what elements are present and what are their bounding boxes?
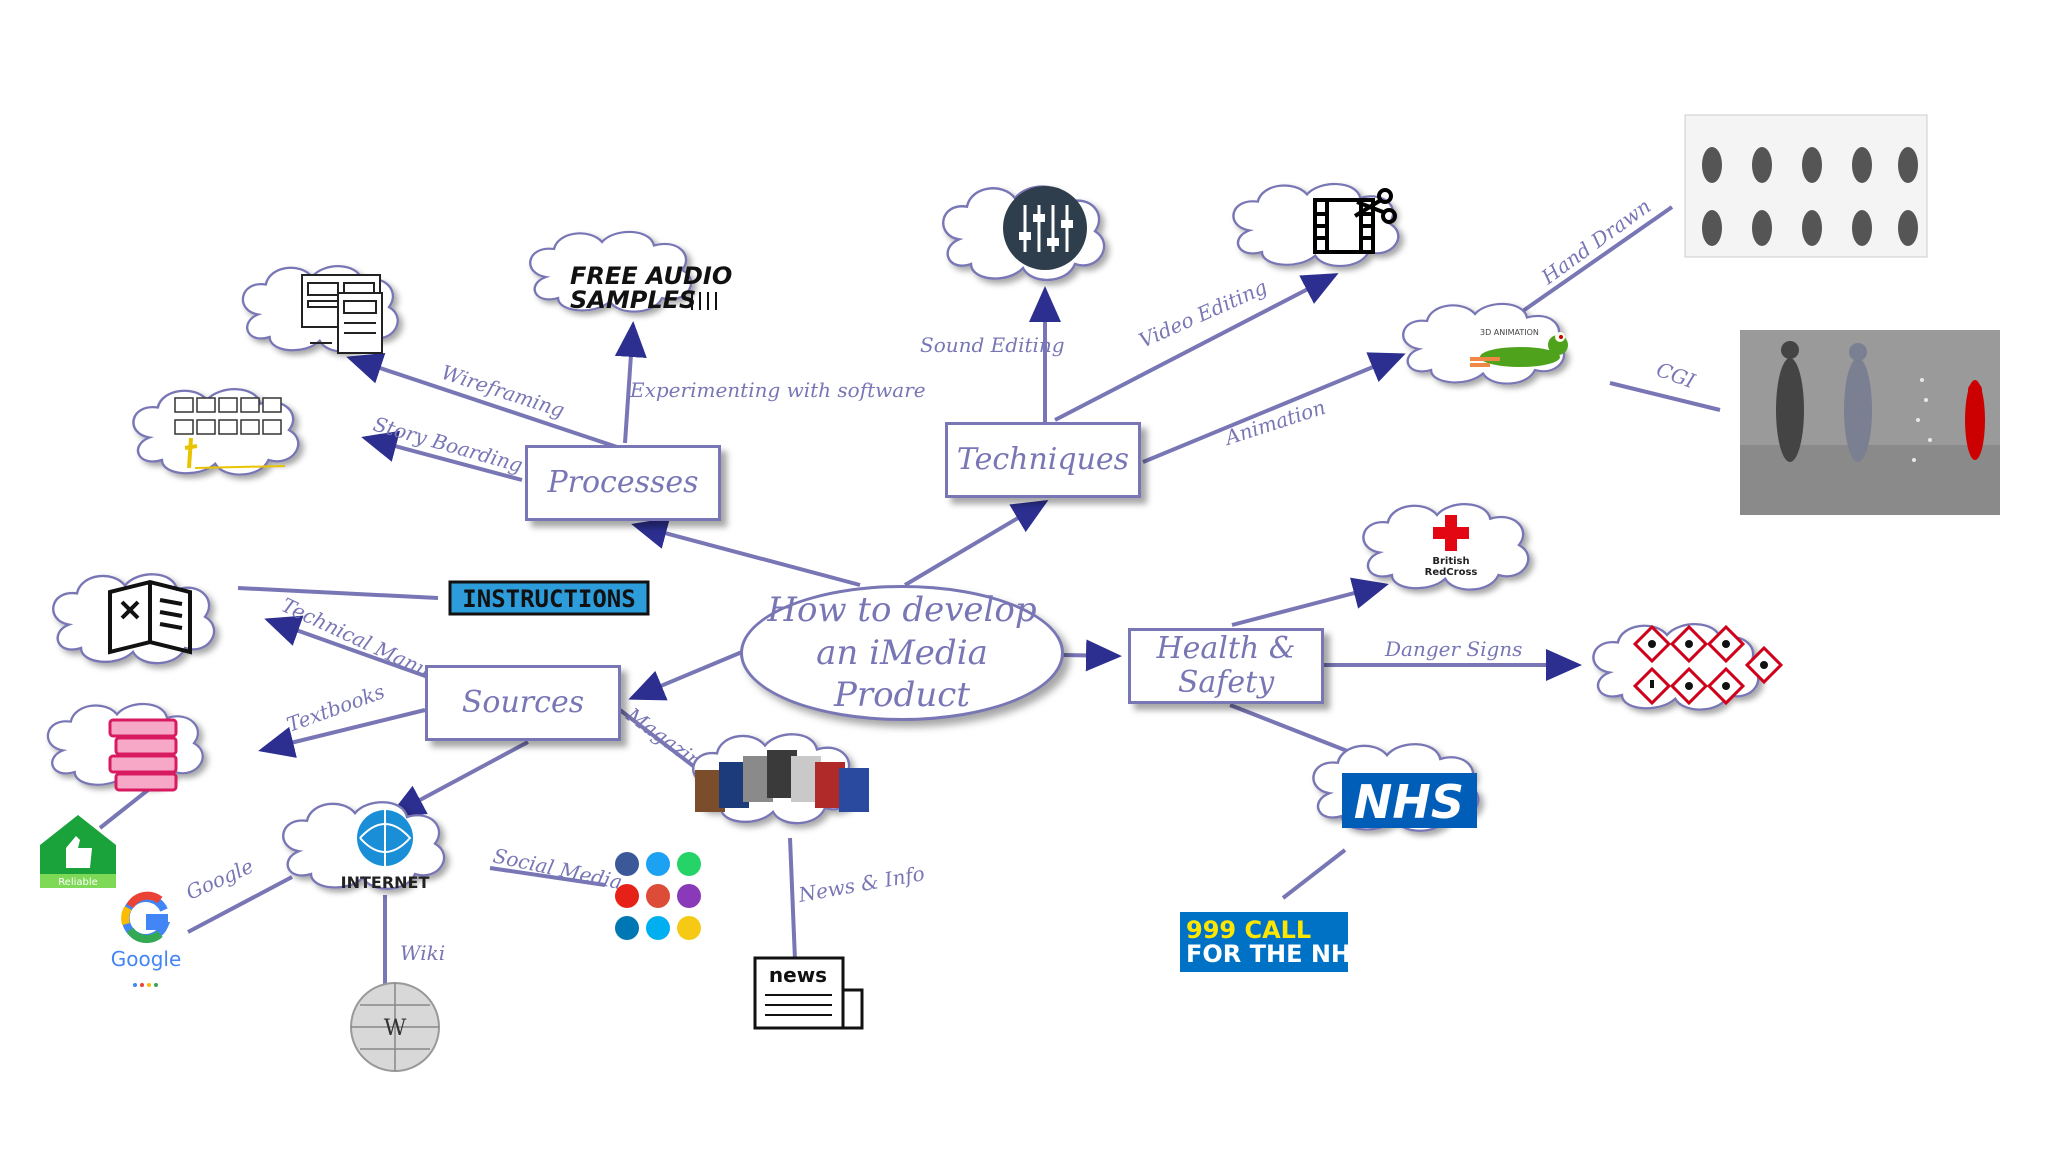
- svg-text:RedCross: RedCross: [1425, 567, 1478, 578]
- node-sources: Sources: [425, 665, 621, 741]
- edge-video-editing: [1054, 273, 1339, 422]
- edge-social-media: [489, 866, 606, 887]
- textbooks-icon: [108, 718, 178, 792]
- svg-text:W: W: [384, 1016, 407, 1041]
- edge-animation: [1142, 352, 1406, 464]
- label-google: Google: [182, 854, 257, 905]
- edge-wireframing: [346, 352, 621, 450]
- svg-text:NHS: NHS: [1354, 775, 1464, 829]
- svg-text:Reliable: Reliable: [58, 877, 98, 888]
- cgi-figures-image: [1740, 330, 2000, 515]
- edge-central-sources: [628, 650, 743, 701]
- magazines-icon: [695, 750, 869, 812]
- svg-text:news: news: [769, 963, 827, 987]
- label-hand-drawn: Hand Drawn: [1536, 194, 1655, 290]
- label-danger-signs: Danger Signs: [1384, 637, 1522, 661]
- sound-mixer-icon: [1003, 186, 1087, 270]
- 999-call-nhs-banner: 999 CALL FOR THE NHS: [1180, 912, 1368, 972]
- edge-experimenting: [614, 321, 647, 444]
- storyboard-icon: [174, 397, 286, 469]
- edge-google: [187, 875, 293, 934]
- edge-textbooks: [258, 708, 426, 758]
- node-techniques: Techniques: [945, 422, 1141, 498]
- label-wiki: Wiki: [400, 941, 445, 965]
- hand-drawn-animation-frames: [1684, 114, 1928, 258]
- edge-red-cross: [1231, 577, 1389, 627]
- label-animation: Animation: [1220, 395, 1328, 451]
- cloud-animation-3d: [1403, 304, 1564, 384]
- label-textbooks: Textbooks: [284, 679, 388, 737]
- instructions-logo: INSTRUCTIONS: [448, 580, 650, 616]
- svg-text:INSTRUCTIONS: INSTRUCTIONS: [462, 585, 635, 613]
- svg-text:FOR THE NHS: FOR THE NHS: [1186, 940, 1368, 968]
- svg-text:999 CALL: 999 CALL: [1186, 916, 1311, 944]
- central-topic-line1: How to develop: [767, 590, 1037, 631]
- video-editing-icon: [1313, 188, 1397, 254]
- label-sound-editing: Sound Editing: [920, 333, 1065, 357]
- hazard-signs-icon: [1632, 624, 1784, 706]
- nhs-logo: NHS: [1342, 773, 1477, 829]
- label-social-media: Social Media: [491, 843, 625, 894]
- wikipedia-globe-icon: W: [350, 982, 440, 1072]
- edge-sources-internet: [388, 740, 529, 817]
- label-wireframing: Wireframing: [438, 360, 567, 422]
- label-cgi: CGI: [1653, 357, 1699, 393]
- edge-news-info: [788, 837, 797, 961]
- label-experimenting: Experimenting with software: [629, 378, 926, 402]
- edge-nhs-999: [1281, 848, 1347, 900]
- edge-cgi: [1609, 381, 1721, 412]
- edge-central-health: [1062, 639, 1122, 672]
- edge-textbooks-reliable: [98, 788, 150, 830]
- svg-text:3D ANIMATION: 3D ANIMATION: [1480, 328, 1539, 337]
- google-logo: Google: [111, 891, 182, 987]
- svg-text:FREE AUDIO: FREE AUDIO: [570, 262, 732, 290]
- reliable-badge: Reliable: [40, 815, 116, 888]
- edge-central-processes: [631, 517, 861, 587]
- social-media-icons: [615, 852, 701, 940]
- edge-story-boarding: [361, 430, 523, 482]
- edge-magazines: [618, 708, 707, 777]
- british-red-cross-logo: British RedCross: [1425, 515, 1478, 578]
- label-video-editing: Video Editing: [1135, 275, 1270, 353]
- edge-hand-drawn: [1508, 205, 1674, 322]
- label-news-info: News & Info: [796, 861, 927, 907]
- wireframe-icon: [301, 274, 383, 354]
- svg-text:INTERNET: INTERNET: [341, 873, 430, 892]
- svg-text:British: British: [1432, 556, 1469, 567]
- node-processes: Processes: [525, 445, 721, 521]
- node-health-safety: Health & Safety: [1128, 628, 1324, 704]
- edge-central-techniques: [903, 499, 1049, 587]
- edge-instructions: [237, 586, 439, 600]
- 3d-animation-frog: 3D ANIMATION: [1470, 328, 1568, 367]
- svg-text:SAMPLES: SAMPLES: [570, 286, 696, 314]
- central-topic: How to develop an iMedia Product: [740, 585, 1064, 721]
- technical-manual-icon: [108, 579, 192, 655]
- edge-technical-manuals: [264, 615, 429, 679]
- newspaper-icon: news: [753, 956, 864, 1030]
- internet-icon: INTERNET: [341, 810, 430, 892]
- free-audio-samples-logo: FREE AUDIO SAMPLES: [570, 262, 732, 314]
- central-topic-line2: an iMedia Product: [816, 632, 988, 716]
- svg-text:Google: Google: [111, 947, 182, 971]
